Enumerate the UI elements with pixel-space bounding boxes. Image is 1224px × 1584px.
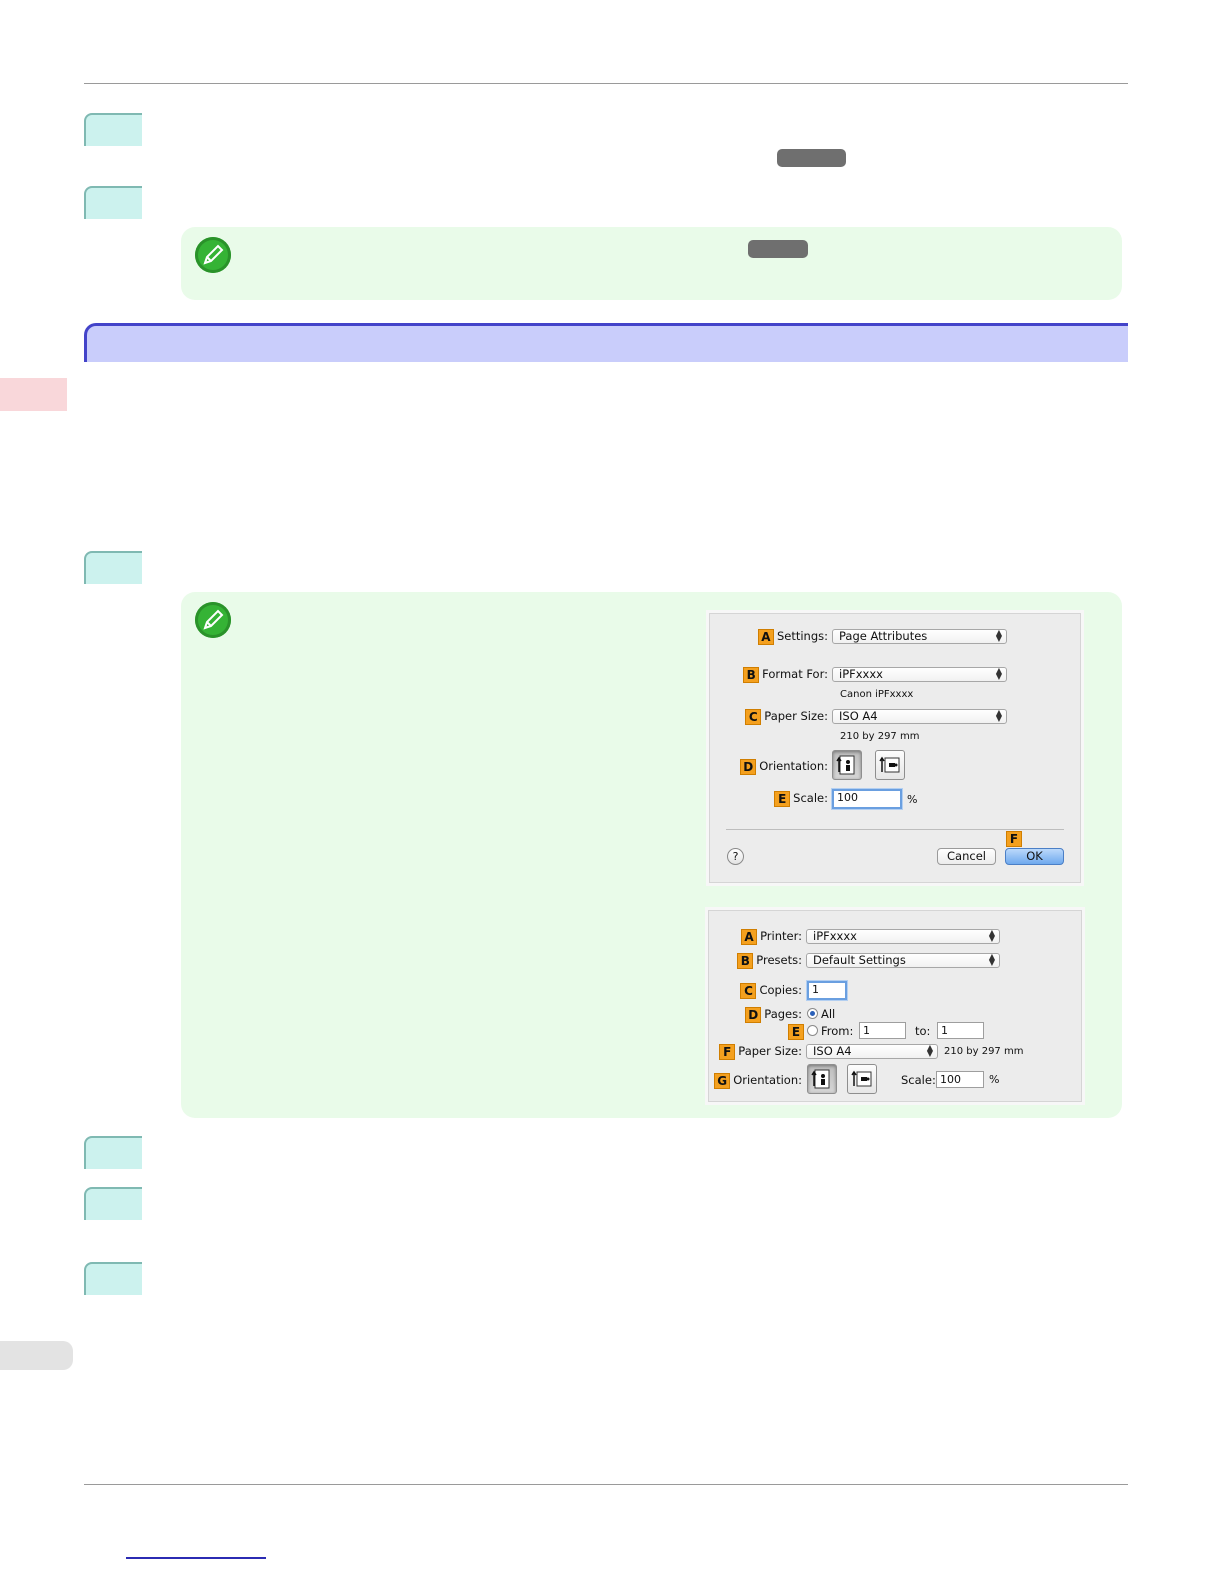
step-marker xyxy=(84,1136,142,1169)
header-rule xyxy=(84,83,1128,84)
step-marker xyxy=(84,1262,142,1295)
paper-size-popup[interactable]: ISO A4▲▼ xyxy=(832,709,1007,724)
popup-arrows-icon: ▲▼ xyxy=(988,952,995,967)
step-marker xyxy=(84,551,142,584)
step-marker xyxy=(84,113,142,146)
pages-to-label: to: xyxy=(915,1024,931,1038)
copies-input[interactable]: 1 xyxy=(807,981,847,1000)
callout-badge: C xyxy=(745,709,762,725)
callout-badge: A xyxy=(757,629,774,645)
popup-arrows-icon: ▲▼ xyxy=(995,666,1002,681)
note-pencil-icon xyxy=(195,237,231,273)
callout-badge: A xyxy=(741,929,758,945)
printer-popup[interactable]: iPFxxxx▲▼ xyxy=(806,929,1000,944)
callout-badge: E xyxy=(774,791,791,807)
note-pencil-icon xyxy=(195,602,231,638)
callout-badge: E xyxy=(788,1024,804,1040)
callout-badge: C xyxy=(740,983,757,999)
pages-from-input[interactable]: 1 xyxy=(859,1022,906,1039)
ok-button[interactable]: OK xyxy=(1005,848,1064,865)
reference-link-badge[interactable] xyxy=(777,149,846,167)
print-landscape-orientation-button[interactable] xyxy=(847,1064,877,1094)
section-header-bar xyxy=(84,323,1128,362)
print-scale-input[interactable]: 100 xyxy=(936,1071,984,1088)
dialog-divider xyxy=(726,829,1064,830)
presets-popup[interactable]: Default Settings▲▼ xyxy=(806,953,1000,968)
pages-all-radio[interactable]: All xyxy=(807,1007,835,1021)
callout-badge: D xyxy=(745,1007,762,1023)
help-button[interactable]: ? xyxy=(727,848,744,865)
portrait-icon xyxy=(836,755,855,775)
settings-popup[interactable]: Page Attributes▲▼ xyxy=(832,629,1007,644)
landscape-orientation-button[interactable] xyxy=(875,750,905,780)
popup-arrows-icon: ▲▼ xyxy=(995,628,1002,643)
footer-link-underline[interactable] xyxy=(126,1557,266,1559)
pages-from-radio[interactable]: From: xyxy=(807,1024,853,1038)
format-for-description: Canon iPFxxxx xyxy=(840,689,914,700)
radio-selected-icon xyxy=(807,1008,818,1019)
print-scale-unit: % xyxy=(989,1073,1000,1086)
callout-badge: B xyxy=(737,953,754,969)
chapter-side-tab xyxy=(0,378,67,411)
reference-link-badge[interactable] xyxy=(748,240,808,258)
landscape-icon xyxy=(851,1070,872,1087)
callout-badge: G xyxy=(714,1073,731,1089)
step-marker xyxy=(84,1187,142,1220)
scale-unit: % xyxy=(907,793,918,806)
cancel-button[interactable]: Cancel xyxy=(937,848,996,865)
popup-arrows-icon: ▲▼ xyxy=(988,928,995,943)
note-box xyxy=(181,227,1122,300)
page-side-tab xyxy=(0,1341,73,1370)
callout-badge: D xyxy=(740,759,757,775)
popup-arrows-icon: ▲▼ xyxy=(926,1043,933,1058)
callout-badge: F xyxy=(719,1044,736,1060)
paper-size-dimensions: 210 by 297 mm xyxy=(840,731,920,742)
format-for-popup[interactable]: iPFxxxx▲▼ xyxy=(832,667,1007,682)
print-paper-size-popup[interactable]: ISO A4▲▼ xyxy=(806,1044,938,1059)
portrait-icon xyxy=(811,1069,830,1089)
step-marker xyxy=(84,186,142,219)
popup-arrows-icon: ▲▼ xyxy=(995,708,1002,723)
radio-unselected-icon xyxy=(807,1025,818,1036)
footer-rule xyxy=(84,1484,1128,1485)
print-paper-size-dimensions: 210 by 297 mm xyxy=(944,1046,1024,1057)
callout-badge: B xyxy=(743,667,760,683)
print-portrait-orientation-button[interactable] xyxy=(807,1064,837,1094)
pages-to-input[interactable]: 1 xyxy=(937,1022,984,1039)
callout-badge: F xyxy=(1006,831,1022,847)
scale-input[interactable]: 100 xyxy=(832,789,902,809)
landscape-icon xyxy=(879,756,900,773)
print-scale-label: Scale: xyxy=(901,1073,936,1087)
portrait-orientation-button[interactable] xyxy=(832,750,862,780)
